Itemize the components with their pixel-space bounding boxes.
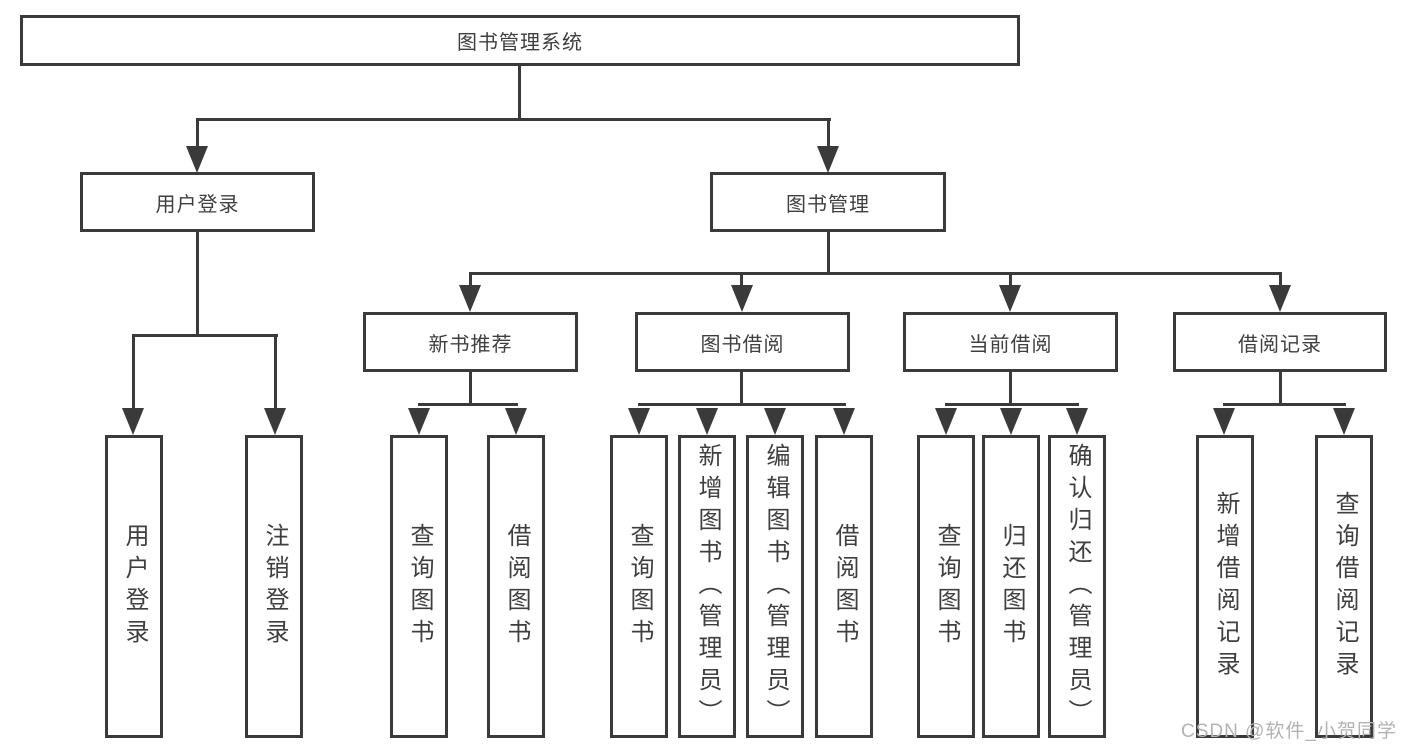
connector-book-borrowing-branch — [638, 403, 846, 406]
leaf-query-books-borrowing: 查询图书 — [610, 435, 668, 738]
leaf-query-borrow-record: 查询借阅记录 — [1315, 435, 1373, 738]
arrowhead-down-icon — [935, 408, 957, 435]
leaf-borrow-books-recommend-label: 借阅图书 — [503, 522, 530, 651]
connector-section-drop — [1009, 272, 1012, 287]
connector-new-books-branch — [418, 403, 518, 406]
leaf-edit-books-admin: 编辑图书（管理员） — [746, 435, 804, 738]
leaf-logout-label: 注销登录 — [261, 522, 288, 651]
arrowhead-down-icon — [1333, 408, 1355, 435]
watermark-text: CSDN @软件_小贺同学 — [1181, 721, 1397, 742]
node-book-management: 图书管理 — [710, 172, 946, 232]
connector-user-login-branch — [132, 334, 278, 337]
node-borrowing-records-label: 借阅记录 — [1238, 333, 1322, 356]
node-current-borrowing: 当前借阅 — [903, 312, 1118, 372]
leaf-query-books-recommend-label: 查询图书 — [406, 522, 433, 651]
connector-user-login-stem — [196, 232, 199, 336]
arrowhead-down-icon — [1000, 408, 1022, 435]
leaf-borrow-books-borrowing-label: 借阅图书 — [831, 522, 858, 651]
connector-level2-branch — [196, 118, 831, 121]
arrowhead-down-icon — [999, 285, 1021, 312]
arrowhead-down-icon — [459, 285, 481, 312]
arrowhead-down-icon — [122, 408, 144, 435]
leaf-logout: 注销登录 — [245, 435, 303, 738]
leaf-borrow-books-borrowing: 借阅图书 — [815, 435, 873, 738]
node-root-label: 图书管理系统 — [457, 32, 583, 54]
connector-book-management-drop — [827, 118, 830, 149]
arrowhead-down-icon — [1213, 408, 1235, 435]
connector-section-drop — [1279, 272, 1282, 287]
leaf-confirm-return-admin-label: 确认归还（管理员） — [1064, 442, 1091, 731]
node-current-borrowing-label: 当前借阅 — [968, 333, 1053, 356]
connector-leaf-drop — [274, 334, 277, 410]
leaf-query-books-borrowing-label: 查询图书 — [626, 522, 653, 651]
leaf-borrow-books-recommend: 借阅图书 — [487, 435, 545, 738]
connector-book-borrowing-stem — [740, 372, 743, 405]
arrowhead-down-icon — [731, 285, 753, 312]
arrowhead-down-icon — [628, 408, 650, 435]
node-book-borrowing-label: 图书借阅 — [700, 333, 785, 356]
node-book-management-label: 图书管理 — [786, 193, 870, 216]
node-new-book-recommendation-label: 新书推荐 — [428, 333, 513, 356]
node-user-login: 用户登录 — [80, 172, 315, 232]
leaf-add-borrow-record: 新增借阅记录 — [1196, 435, 1254, 738]
leaf-query-books-current-label: 查询图书 — [933, 522, 960, 651]
leaf-user-login-label: 用户登录 — [121, 522, 148, 651]
arrowhead-down-icon — [1269, 285, 1291, 312]
leaf-query-borrow-record-label: 查询借阅记录 — [1331, 490, 1358, 683]
arrowhead-down-icon — [696, 408, 718, 435]
leaf-edit-books-admin-label: 编辑图书（管理员） — [762, 442, 789, 731]
connector-level3-branch — [469, 272, 1282, 275]
connector-current-borrowing-branch — [945, 403, 1079, 406]
connector-leaf-drop — [132, 334, 135, 410]
connector-user-login-drop — [196, 118, 199, 149]
arrowhead-down-icon — [186, 146, 208, 173]
connector-section-drop — [740, 272, 743, 287]
leaf-query-books-recommend: 查询图书 — [390, 435, 448, 738]
connector-root-drop — [518, 66, 521, 120]
connector-new-books-stem — [469, 372, 472, 405]
connector-borrowing-records-stem — [1279, 372, 1282, 405]
leaf-add-borrow-record-label: 新增借阅记录 — [1212, 490, 1239, 683]
node-borrowing-records: 借阅记录 — [1173, 312, 1387, 372]
arrowhead-down-icon — [833, 408, 855, 435]
leaf-confirm-return-admin: 确认归还（管理员） — [1048, 435, 1106, 738]
arrowhead-down-icon — [505, 408, 527, 435]
arrowhead-down-icon — [1066, 408, 1088, 435]
node-new-book-recommendation: 新书推荐 — [363, 312, 578, 372]
node-user-login-label: 用户登录 — [155, 193, 240, 216]
arrowhead-down-icon — [764, 408, 786, 435]
leaf-add-books-admin-label: 新增图书（管理员） — [694, 442, 721, 731]
node-book-borrowing: 图书借阅 — [635, 312, 850, 372]
arrowhead-down-icon — [408, 408, 430, 435]
leaf-add-books-admin: 新增图书（管理员） — [678, 435, 736, 738]
leaf-return-books: 归还图书 — [982, 435, 1040, 738]
connector-borrowing-records-branch — [1223, 403, 1346, 406]
leaf-user-login: 用户登录 — [105, 435, 163, 738]
node-root: 图书管理系统 — [20, 15, 1020, 66]
arrowhead-down-icon — [264, 408, 286, 435]
arrowhead-down-icon — [817, 146, 839, 173]
leaf-return-books-label: 归还图书 — [998, 522, 1025, 651]
connector-book-management-stem — [827, 232, 830, 274]
connector-section-drop — [469, 272, 472, 287]
leaf-query-books-current: 查询图书 — [917, 435, 975, 738]
connector-current-borrowing-stem — [1009, 372, 1012, 405]
